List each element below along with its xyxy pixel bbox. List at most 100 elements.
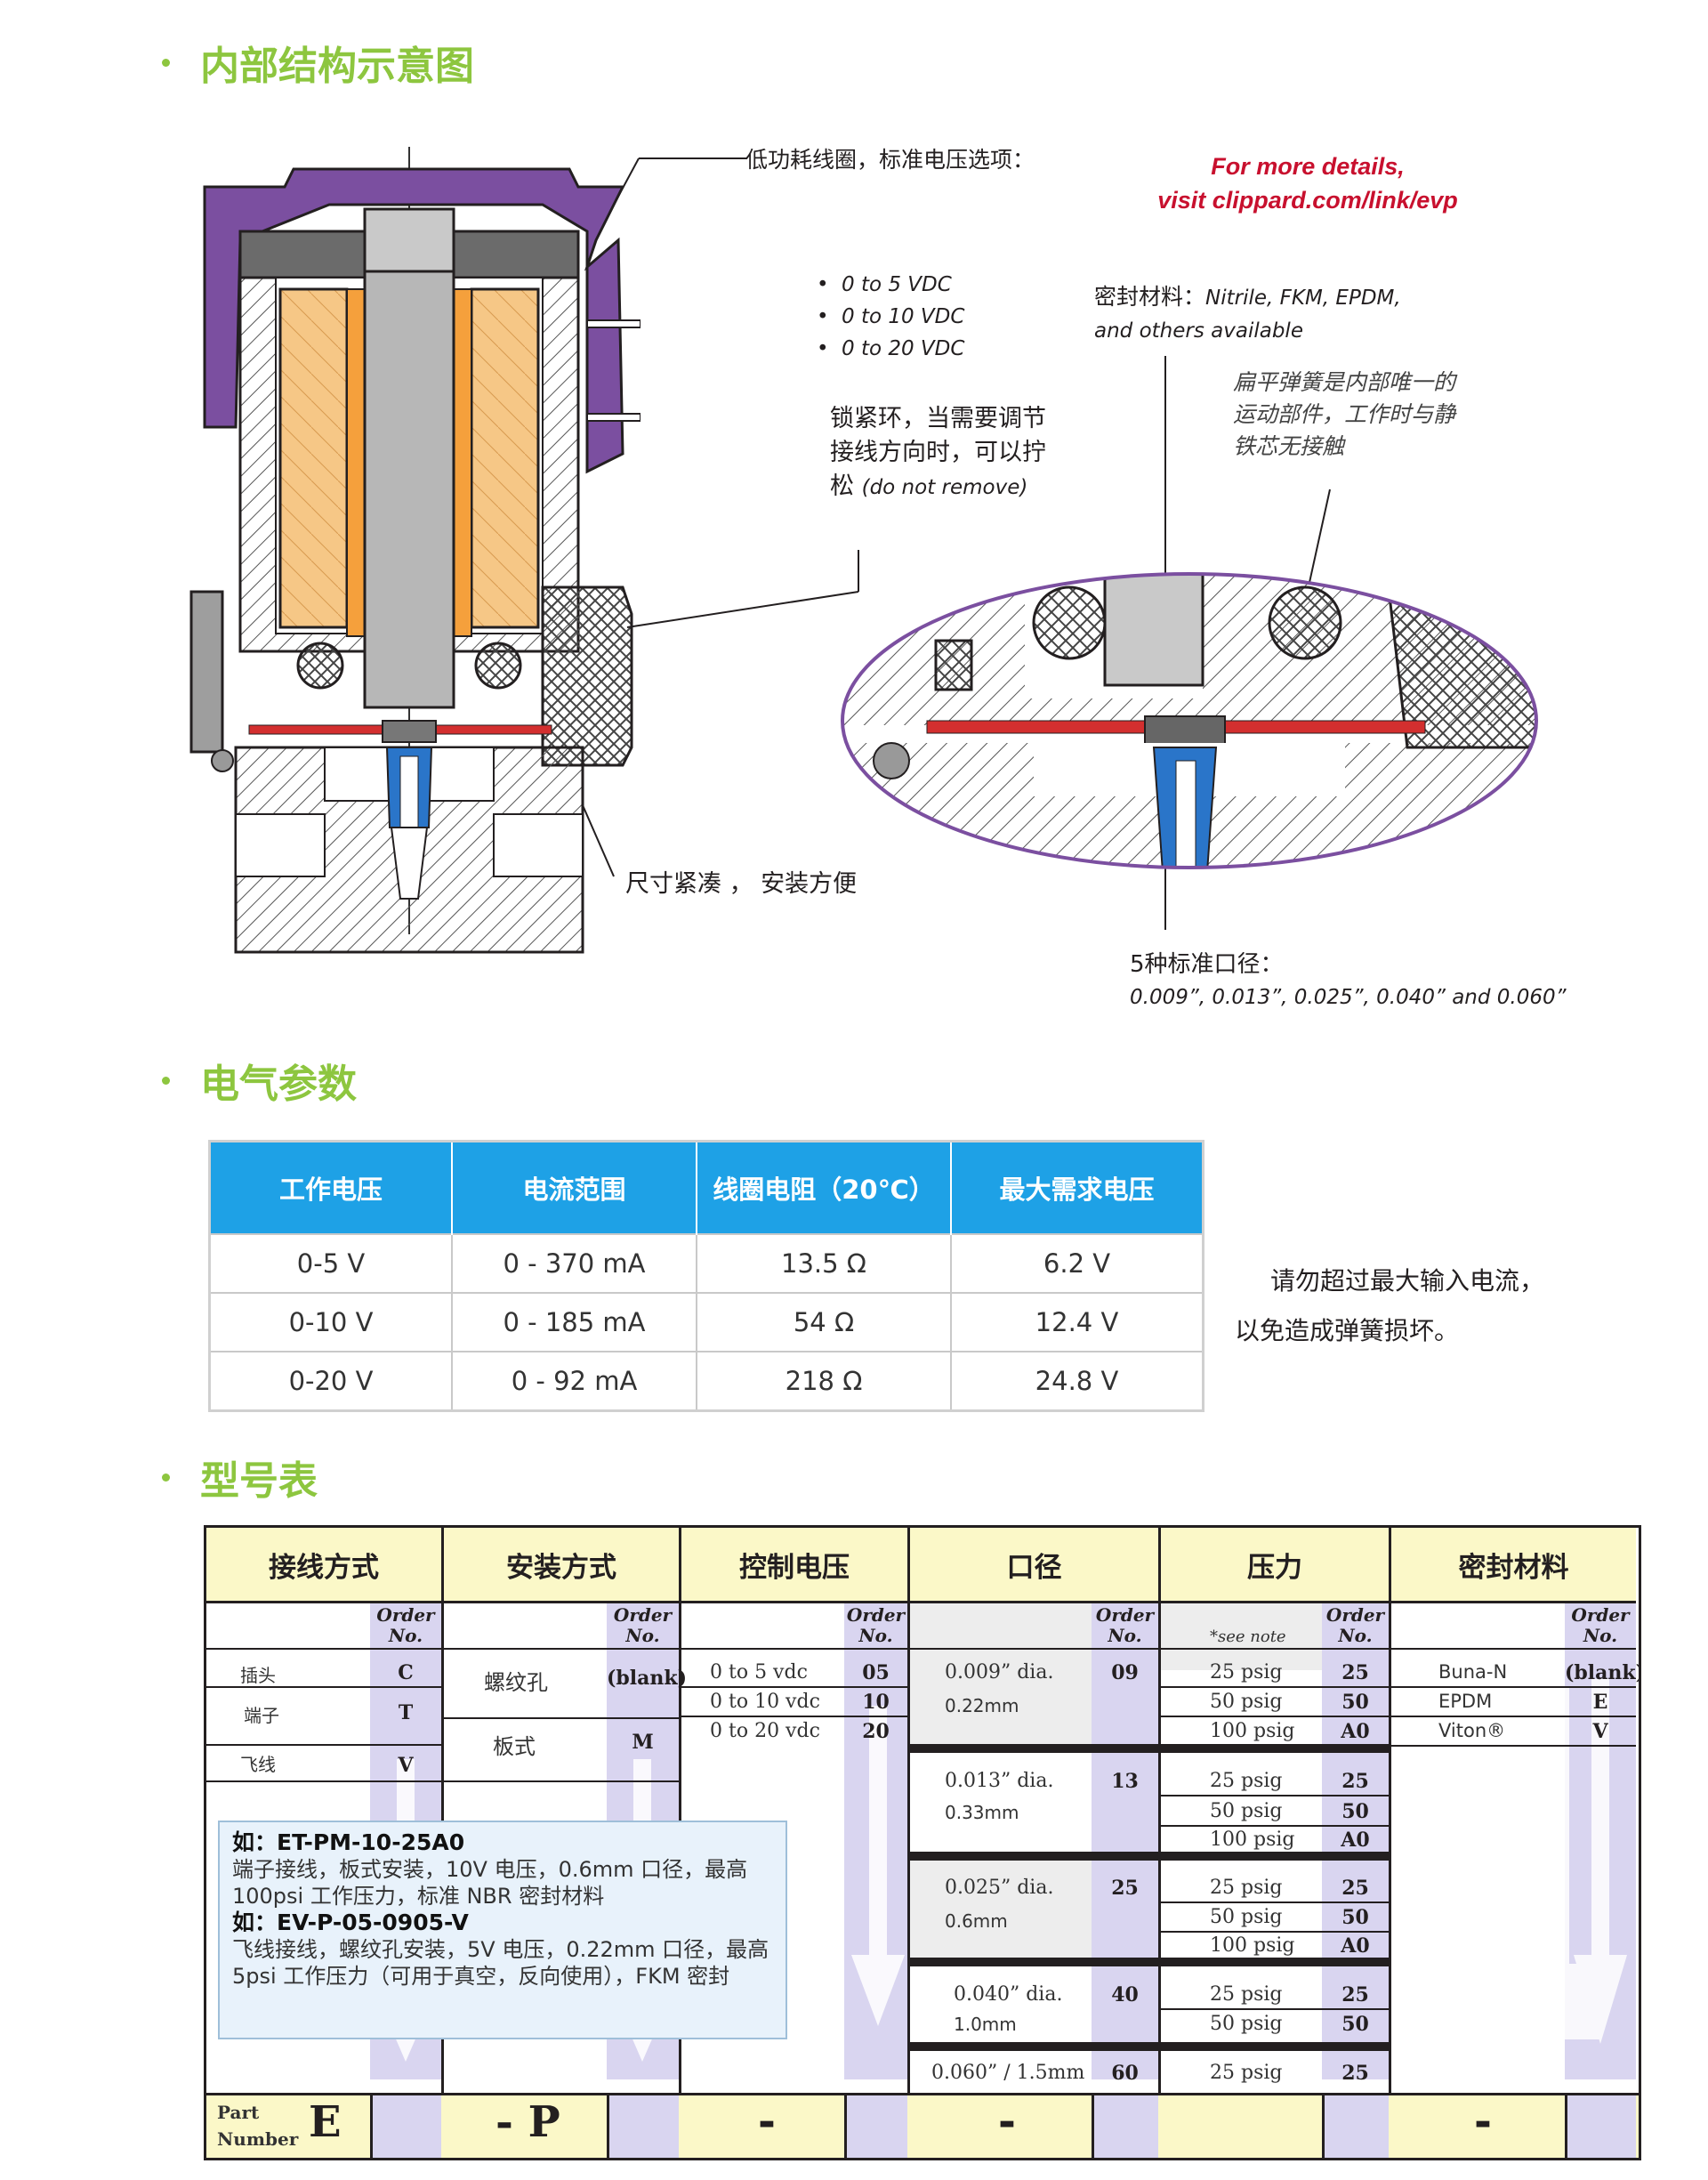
part-number-row <box>206 2095 1639 2158</box>
orifice-label: 0.040” dia. <box>954 1983 1063 2006</box>
header-wiring: 接线方式 <box>206 1528 444 1603</box>
example-2-title: 如：EV-P-05-0905-V <box>232 1910 469 1935</box>
lock-line-3: 松 <box>830 472 854 500</box>
section-title-electrical: 电气参数 <box>162 1052 357 1109</box>
orifice-label: 0.060” / 1.5mm <box>931 2062 1085 2084</box>
orifice-detail-magnified <box>841 572 1538 869</box>
example-box: 如：ET-PM-10-25A0 端子接线，板式安装，10V 电压，0.6mm 口… <box>218 1821 787 2039</box>
bullet: • <box>817 273 829 296</box>
lock-line-1: 锁紧环，当需要调节 <box>830 405 1046 432</box>
table-cell: 0 - 370 mA <box>451 1233 697 1294</box>
orifice-mm: 0.22mm <box>945 1695 1019 1716</box>
coil-callout: 低功耗线圈，标准电压选项： <box>745 147 1035 173</box>
bullet: • <box>817 337 829 360</box>
seal-values: Nitrile, FKM, EPDM, <box>1205 287 1401 310</box>
voltage-label: 0 to 5 vdc <box>710 1661 808 1683</box>
orifice-label: 0.013” dia. <box>945 1770 1054 1792</box>
pressure-code: 50 <box>1341 1691 1369 1714</box>
pressure-code: 50 <box>1341 1906 1369 1929</box>
header-voltage: 控制电压 <box>681 1528 910 1603</box>
header-pressure: 压力 <box>1161 1528 1391 1603</box>
pressure-code: A0 <box>1341 1934 1370 1958</box>
section-title-text: 电气参数 <box>200 1062 357 1107</box>
voltage-label: 0 to 20 vdc <box>710 1720 820 1742</box>
electrical-params-table: 工作电压 电流范围 线圈电阻（20℃） 最大需求电压 0-5 V 0 - 370… <box>208 1140 1204 1412</box>
pressure-label: 25 psig <box>1210 1661 1283 1683</box>
pressure-label: 25 psig <box>1210 2062 1283 2084</box>
table-row: 0-10 V 0 - 185 mA 54 Ω 12.4 V <box>208 1292 1204 1352</box>
orifice-mm: 1.0mm <box>954 2014 1017 2035</box>
lock-ring-callout: 锁紧环，当需要调节 接线方向时，可以拧 松 (do not remove) <box>830 402 1046 505</box>
seal-label: Viton® <box>1438 1720 1506 1741</box>
pressure-code: 25 <box>1341 1770 1369 1793</box>
see-note: *see note <box>1210 1627 1286 1646</box>
bullet-dot <box>162 1076 170 1085</box>
bullet-dot <box>162 58 170 67</box>
pressure-label: 25 psig <box>1210 1770 1283 1792</box>
seal-values-2: and others available <box>1094 319 1303 343</box>
mounting-label: 板式 <box>493 1734 536 1759</box>
mounting-code: (blank) <box>607 1667 688 1690</box>
pressure-code: 50 <box>1341 1800 1369 1823</box>
warning-line-1: 请勿超过最大输入电流， <box>1270 1266 1545 1296</box>
seal-label: Buna-N <box>1438 1661 1508 1683</box>
orifice-block <box>910 1861 1092 1958</box>
col-header: 最大需求电压 <box>950 1141 1204 1234</box>
spring-line-3: 铁芯无接触 <box>1233 433 1345 459</box>
pressure-block <box>1161 1603 1322 1670</box>
pressure-code: 25 <box>1341 2062 1369 2085</box>
part-dash: - <box>998 2097 1016 2147</box>
orifice-mm: 0.33mm <box>945 1802 1019 1823</box>
more-details-link[interactable]: For more details, visit clippard.com/lin… <box>1130 149 1486 217</box>
orifice-code: 60 <box>1111 2062 1139 2085</box>
voltage-code: 10 <box>862 1691 890 1714</box>
voltage-option-3: •0 to 20 VDC <box>817 333 964 365</box>
spring-callout: 扁平弹簧是内部唯一的 运动部件，工作时与静 铁芯无接触 <box>1233 367 1455 463</box>
part-dash: - <box>758 2097 776 2147</box>
pressure-label: 50 psig <box>1210 1800 1283 1822</box>
pressure-label: 25 psig <box>1210 1983 1283 2006</box>
spring-line-1: 扁平弹簧是内部唯一的 <box>1233 369 1456 395</box>
orifice-callout: 5种标准口径： 0.009”, 0.013”, 0.025”, 0.040” a… <box>1130 949 1567 1013</box>
voltage-label: 0 to 10 vdc <box>710 1691 820 1713</box>
mounting-label: 螺纹孔 <box>484 1670 548 1695</box>
pressure-code: 25 <box>1341 1661 1369 1684</box>
seal-code: (blank) <box>1565 1661 1641 1684</box>
table-cell: 54 Ω <box>696 1292 952 1352</box>
table-cell: 0-5 V <box>208 1233 453 1294</box>
pressure-label: 50 psig <box>1210 1691 1283 1713</box>
pressure-label: 50 psig <box>1210 2013 1283 2035</box>
wiring-label: 插头 <box>240 1665 276 1686</box>
voltage-code: 05 <box>862 1661 890 1684</box>
voltage-option-1: •0 to 5 VDC <box>817 269 952 301</box>
example-2-text: 飞线接线，螺纹孔安装，5V 电压，0.22mm 口径，最高 5psi 工作压力（… <box>232 1937 769 1989</box>
table-cell: 24.8 V <box>950 1351 1204 1412</box>
mounting-code: M <box>632 1731 654 1754</box>
table-cell: 0 - 185 mA <box>451 1292 697 1352</box>
table-cell: 6.2 V <box>950 1233 1204 1294</box>
spring-line-2: 运动部件，工作时与静 <box>1233 401 1456 427</box>
seal-callout: 密封材料：Nitrile, FKM, EPDM, and others avai… <box>1094 281 1401 347</box>
divider <box>1389 1601 1391 2158</box>
section-title-text: 内部结构示意图 <box>200 44 474 89</box>
section-title-text: 型号表 <box>200 1458 318 1504</box>
pressure-code: 25 <box>1341 1983 1369 2006</box>
pressure-code: A0 <box>1341 1720 1370 1743</box>
col-header: 工作电压 <box>208 1141 453 1234</box>
orifice-values: 0.009”, 0.013”, 0.025”, 0.040” and 0.060… <box>1130 986 1567 1009</box>
pressure-code: 25 <box>1341 1877 1369 1900</box>
wiring-code: T <box>398 1701 414 1724</box>
example-1-text: 端子接线，板式安装，10V 电压，0.6mm 口径，最高 100psi 工作压力… <box>232 1857 748 1909</box>
divider <box>1158 1601 1161 2158</box>
table-cell: 12.4 V <box>950 1292 1204 1352</box>
orifice-label: 0.025” dia. <box>945 1877 1054 1899</box>
header-seal: 密封材料 <box>1391 1528 1636 1603</box>
header-orifice: 口径 <box>910 1528 1161 1603</box>
valve-cross-section-diagram <box>189 147 640 954</box>
